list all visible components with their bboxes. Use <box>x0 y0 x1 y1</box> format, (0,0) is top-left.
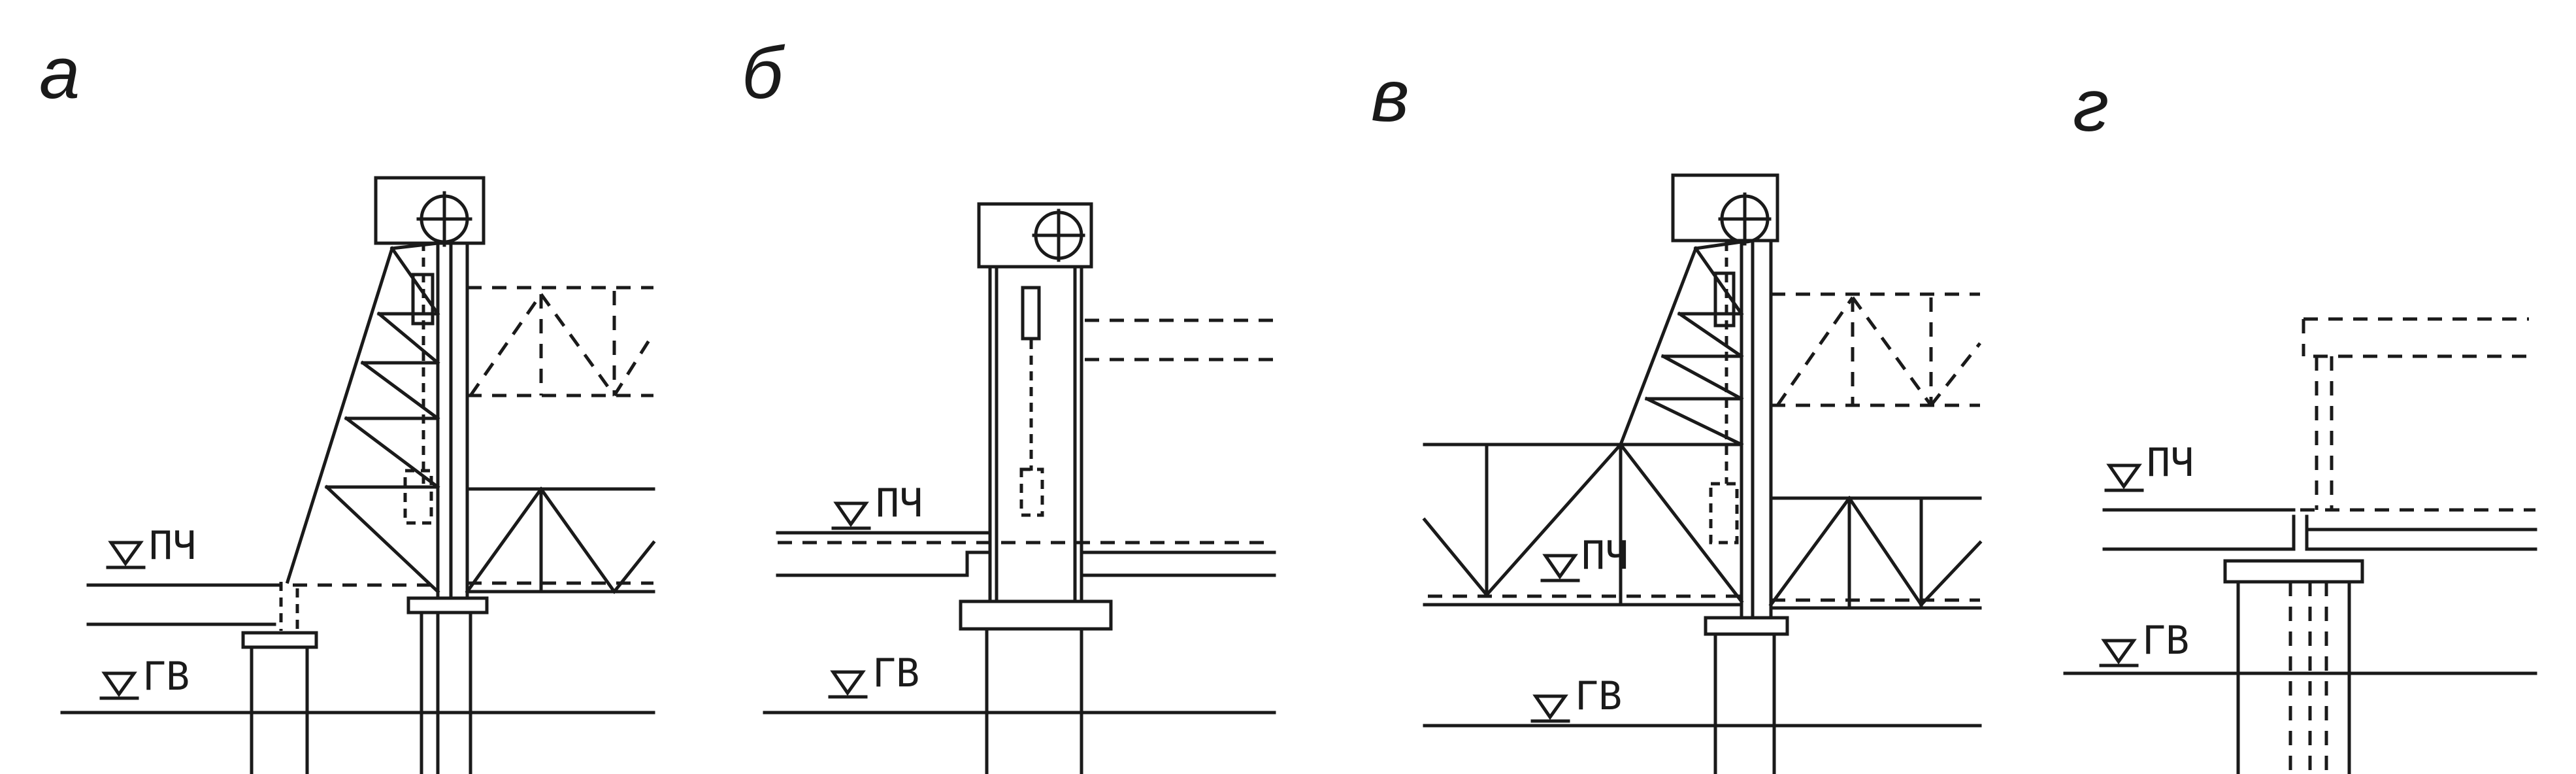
panel-a-counterweight-bottom <box>403 469 433 525</box>
panel-c-left-span-truss <box>1422 442 1744 607</box>
panel-a-brace-truss <box>285 241 440 594</box>
panel-a-pch-marker-icon <box>106 541 146 569</box>
panel-d: г ПЧ ГВ <box>2063 65 2537 774</box>
panel-c-pulley-icon <box>1718 192 1772 246</box>
panel-d-gv-label: ГВ <box>2142 618 2189 664</box>
panel-a: а <box>39 32 656 774</box>
panel-c-letter: в <box>1371 55 1409 137</box>
panel-a-pier-cap <box>406 596 489 614</box>
panel-c-pch-label: ПЧ <box>1581 533 1628 579</box>
panel-c-counterweight-bottom <box>1709 482 1739 545</box>
panel-a-span-truss <box>465 486 656 594</box>
panel-a-counterweight-top <box>411 273 435 326</box>
panel-d-pch-label: ПЧ <box>2147 440 2194 486</box>
panel-a-raised-span <box>467 286 655 397</box>
panel-c-brace-truss <box>1618 240 1744 447</box>
panel-a-letter: а <box>39 32 80 114</box>
panel-c-gv-marker-icon <box>1530 694 1570 723</box>
panel-d-letter: г <box>2073 65 2109 146</box>
panel-b-pulley-icon <box>1032 209 1085 262</box>
panel-a-pch-label: ПЧ <box>149 523 196 569</box>
panel-b-counterweight-lower <box>1019 467 1044 517</box>
panel-c-counterweight-top <box>1713 271 1736 328</box>
panel-a-gv-marker-icon <box>99 671 139 700</box>
panel-b-counterweight <box>1021 286 1041 341</box>
panel-c-machine-house <box>1671 173 1779 243</box>
panel-d-gv-marker-icon <box>2099 639 2139 667</box>
panel-c-pch-marker-icon <box>1540 554 1580 582</box>
panel-a-gv-label: ГВ <box>142 654 190 699</box>
panel-d-pch-marker-icon <box>2104 463 2144 492</box>
panel-c-gv-label: ГВ <box>1575 673 1622 719</box>
panel-b-pier-cap <box>959 599 1113 631</box>
panel-c-raised-span <box>1771 292 1981 407</box>
panel-b-letter: б <box>742 32 785 114</box>
panel-c-pier-cap <box>1704 616 1789 636</box>
panel-c-span-truss <box>1768 496 1983 610</box>
panel-b-machine-house <box>977 202 1093 269</box>
panel-c: в <box>1371 55 1983 774</box>
panel-a-pulley-icon <box>416 191 472 247</box>
panel-d-pier-cap <box>2223 559 2364 584</box>
panel-d-raised-deck <box>2302 317 2529 510</box>
panel-a-abutment-cap <box>241 631 318 649</box>
panel-b-pch-label: ПЧ <box>876 480 923 526</box>
panel-b-gv-label: ГВ <box>872 650 919 696</box>
panel-b-gv-marker-icon <box>828 670 868 699</box>
panel-b-pch-marker-icon <box>831 501 871 530</box>
panel-a-machine-house <box>374 176 486 245</box>
panel-b: б ПЧ <box>742 32 1276 774</box>
